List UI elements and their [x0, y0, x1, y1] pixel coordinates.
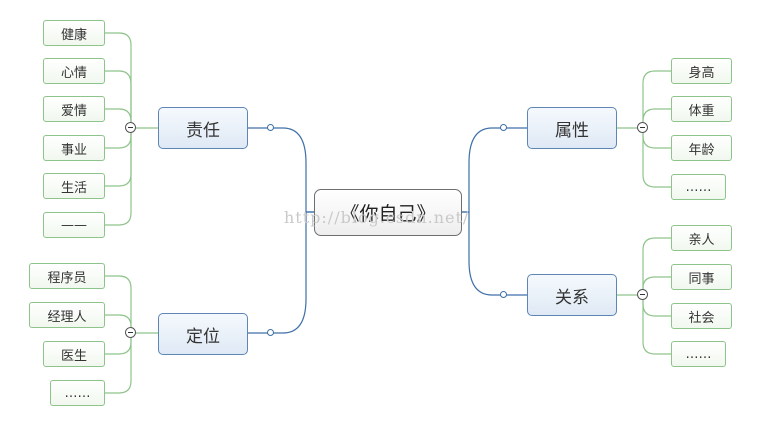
leaf-zeren-2[interactable]: 心情 [43, 58, 105, 84]
connector-zeren-1 [105, 32, 158, 129]
leaf-dingwei-2[interactable]: 经理人 [29, 302, 105, 328]
collapse-toggle-guanxi[interactable] [637, 289, 648, 300]
connector-shuxing-2 [642, 108, 671, 128]
leaf-shuxing-2[interactable]: 体重 [671, 96, 732, 122]
leaf-dingwei-4[interactable]: …… [50, 380, 105, 406]
connector-zeren-2 [105, 70, 132, 128]
leaf-zeren-5[interactable]: 生活 [43, 173, 105, 199]
connector-zeren-5 [105, 128, 132, 187]
leaf-guanxi-4[interactable]: …… [671, 341, 726, 367]
collapse-toggle-shuxing[interactable] [637, 122, 648, 133]
topic-shuxing[interactable]: 属性 [527, 107, 617, 149]
root-topic[interactable]: 《你自己》 [314, 189, 462, 236]
leaf-shuxing-4[interactable]: …… [671, 174, 726, 200]
connector-guanxi-1 [617, 237, 671, 296]
connector-shuxing-1 [617, 70, 671, 129]
connector-root-guanxi [462, 211, 527, 296]
connector-shuxing-3 [642, 128, 671, 149]
topic-guanxi[interactable]: 关系 [527, 274, 617, 316]
collapse-toggle-zeren[interactable] [125, 122, 136, 133]
connector-guanxi-4 [642, 295, 671, 355]
leaf-shuxing-3[interactable]: 年龄 [671, 135, 732, 161]
connector-zeren-3 [105, 108, 132, 128]
leaf-guanxi-3[interactable]: 社会 [671, 303, 732, 329]
leaf-zeren-6[interactable]: —— [43, 212, 105, 238]
leaf-zeren-4[interactable]: 事业 [43, 135, 105, 161]
leaf-dingwei-3[interactable]: 医生 [43, 341, 105, 367]
leaf-guanxi-2[interactable]: 同事 [671, 264, 732, 290]
connector-shuxing-4 [642, 128, 671, 188]
connector-zeren-6 [105, 128, 132, 226]
connector-dot-guanxi [500, 291, 507, 298]
leaf-dingwei-1[interactable]: 程序员 [29, 263, 105, 289]
connector-dot-zeren [267, 124, 274, 131]
connector-dingwei-2 [105, 314, 132, 333]
collapse-toggle-dingwei[interactable] [125, 327, 136, 338]
connector-dot-dingwei [267, 329, 274, 336]
leaf-guanxi-1[interactable]: 亲人 [671, 225, 732, 251]
connector-dingwei-4 [105, 333, 132, 394]
connector-guanxi-3 [642, 295, 671, 317]
connector-root-dingwei [248, 211, 314, 334]
connector-root-shuxing [462, 127, 527, 213]
topic-dingwei[interactable]: 定位 [158, 313, 248, 355]
leaf-zeren-3[interactable]: 爱情 [43, 96, 105, 122]
leaf-zeren-1[interactable]: 健康 [43, 20, 105, 46]
connector-root-zeren [248, 127, 314, 213]
connector-dot-shuxing [500, 124, 507, 131]
topic-zeren[interactable]: 责任 [158, 107, 248, 149]
leaf-shuxing-1[interactable]: 身高 [671, 58, 732, 84]
connector-dingwei-1 [105, 275, 158, 334]
connector-guanxi-2 [642, 276, 671, 295]
